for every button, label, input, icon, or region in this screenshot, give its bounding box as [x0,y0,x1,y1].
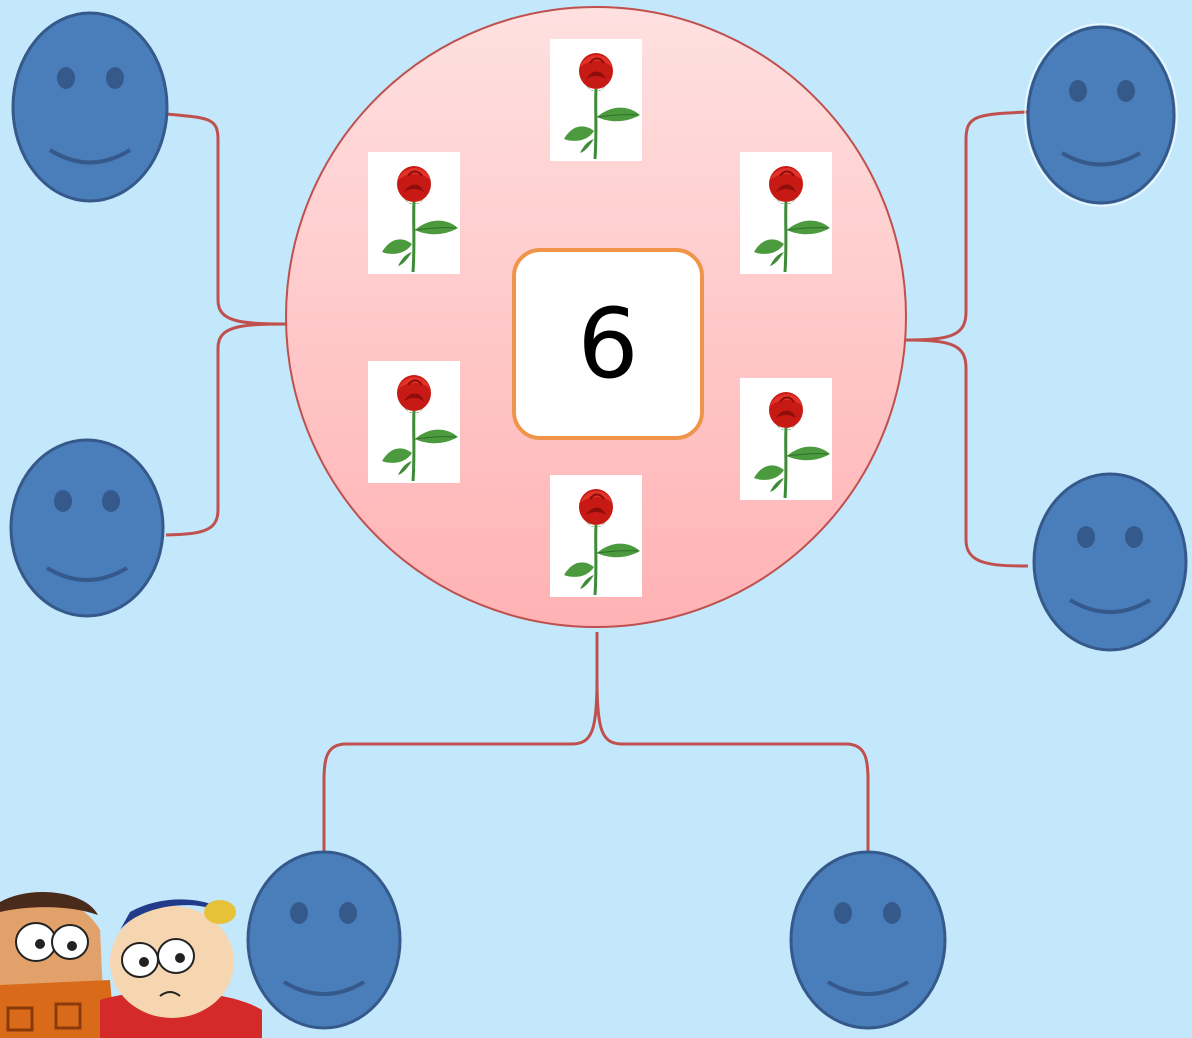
smiley-face-icon [248,852,400,1028]
smiley-face-icon [1034,474,1186,650]
center-number: 6 [577,296,638,392]
smiley-face-icon [13,13,167,201]
rose-icon [740,152,832,274]
smiley-face-icon [791,852,945,1028]
rose-icon [550,39,642,161]
rose-icon [550,475,642,597]
center-number-box: 6 [512,248,704,440]
smiley-face-icon [11,440,163,616]
rose-icon [368,361,460,483]
rose-icon [740,378,832,500]
cartoon-characters-icon [0,892,262,1038]
rose-icon [368,152,460,274]
